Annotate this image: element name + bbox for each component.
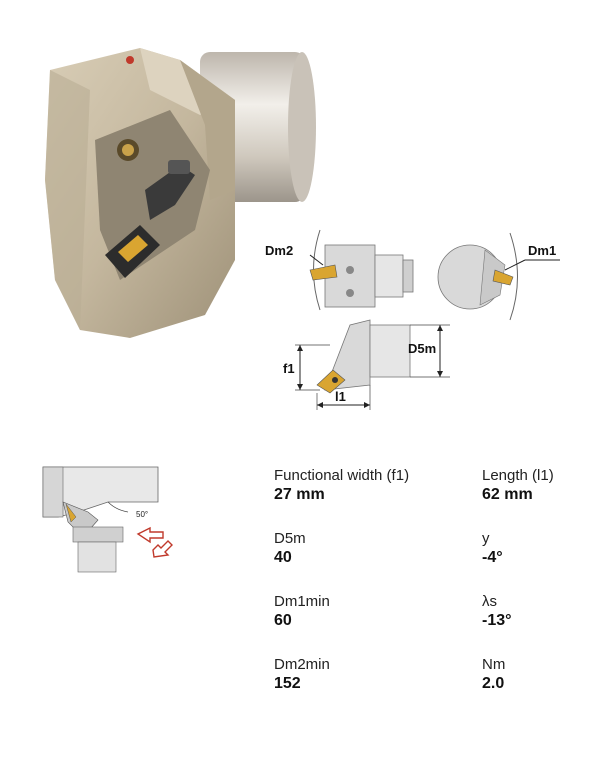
spec-dm1min: Dm1min 60 [274,593,474,631]
spec-label: Nm [482,656,506,673]
end-view-dm1 [437,232,560,321]
tool-holder-photo [45,48,316,338]
label-l1: l1 [335,389,346,404]
spec-label: Length (l1) [482,467,554,484]
operation-diagram: 50° [42,466,173,573]
spec-nm: Nm 2.0 [482,656,600,694]
spec-length: Length (l1) 62 mm [482,467,600,505]
spec-label: Dm2min [274,656,330,673]
spec-value: -4° [482,549,503,566]
feed-arrow-icon [136,526,164,544]
spec-value: 40 [274,549,292,566]
cutting-head [45,48,235,338]
spec-value: 60 [274,612,292,629]
spec-label: y [482,530,490,547]
spec-value: -13° [482,612,512,629]
spec-functional-width: Functional width (f1) 27 mm [274,467,474,505]
spec-value: 27 mm [274,486,325,503]
label-angle: 50° [136,510,148,519]
spec-label: Functional width (f1) [274,467,410,484]
spec-label: D5m [274,530,306,547]
label-f1: f1 [283,361,295,376]
label-dm2: Dm2 [265,243,293,258]
spec-dm2min: Dm2min 152 [274,656,474,694]
side-view-dm2 [309,229,414,311]
label-dm1: Dm1 [528,243,556,258]
spec-value: 2.0 [482,675,505,692]
spec-label: Dm1min [274,593,330,610]
spec-label: λs [482,593,497,610]
feed-arrow-down-icon [152,540,173,558]
front-view [295,319,450,410]
spec-value: 62 mm [482,486,533,503]
label-d5m: D5m [408,341,436,356]
spec-d5m: D5m 40 [274,530,474,568]
spec-y: y -4° [482,530,600,568]
dimension-diagram: Dm2 Dm1 D5m f1 l1 [265,229,560,410]
spec-value: 152 [274,675,301,692]
spec-lambda-s: λs -13° [482,593,600,631]
